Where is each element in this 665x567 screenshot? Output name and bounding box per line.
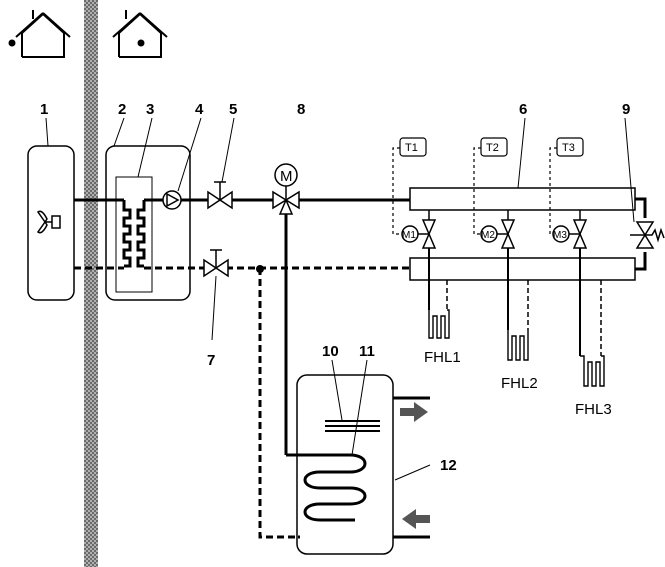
label-10: 10	[322, 343, 339, 360]
label-fhl1: FHL1	[424, 349, 461, 366]
hot-water-tank	[296, 374, 394, 555]
label-t1: T1	[405, 142, 418, 154]
label-5: 5	[229, 101, 237, 118]
overflow-valve-9	[630, 221, 665, 249]
temp-sensor-t1	[399, 137, 427, 157]
label-8: 8	[297, 101, 305, 118]
floor-loop-1	[428, 309, 450, 339]
label-3: 3	[146, 101, 154, 118]
electric-heater-10	[325, 420, 380, 432]
fan-icon	[36, 210, 61, 234]
floor-loop-2	[507, 330, 529, 361]
house-outside-icon	[8, 10, 71, 58]
valve-7	[203, 249, 229, 278]
valve-5	[207, 181, 233, 210]
label-11: 11	[359, 343, 375, 360]
label-4: 4	[195, 101, 204, 118]
manifolds	[409, 187, 636, 281]
label-t2: T2	[486, 142, 499, 154]
zone-valve-3	[552, 210, 588, 249]
label-12: 12	[440, 457, 457, 474]
arrow-left-icon	[402, 509, 430, 529]
label-7: 7	[207, 352, 215, 369]
mixing-valve-8	[272, 163, 300, 215]
label-m2: M2	[481, 230, 495, 241]
arrow-right-icon	[400, 402, 428, 422]
label-6: 6	[519, 101, 527, 118]
zone-valve-2	[480, 210, 516, 249]
floor-loop-3	[580, 355, 605, 387]
label-1: 1	[40, 101, 48, 118]
indoor-unit	[105, 145, 191, 301]
house-inside-icon	[112, 10, 168, 58]
heat-exchanger	[115, 176, 153, 293]
label-fhl2: FHL2	[501, 375, 538, 392]
label-9: 9	[622, 101, 630, 118]
label-m1: M1	[402, 230, 416, 241]
pump-icon	[162, 190, 182, 210]
label-fhl3: FHL3	[575, 401, 612, 418]
pipe-junction	[256, 265, 264, 273]
label-t3: T3	[562, 142, 575, 154]
outdoor-unit	[27, 145, 75, 301]
temp-sensor-t2	[480, 137, 508, 157]
zone-valve-1	[401, 210, 437, 249]
label-2: 2	[118, 101, 126, 118]
building-wall	[84, 0, 98, 567]
label-motor: M	[280, 168, 293, 185]
label-m3: M3	[553, 230, 567, 241]
temp-sensor-t3	[556, 137, 584, 157]
